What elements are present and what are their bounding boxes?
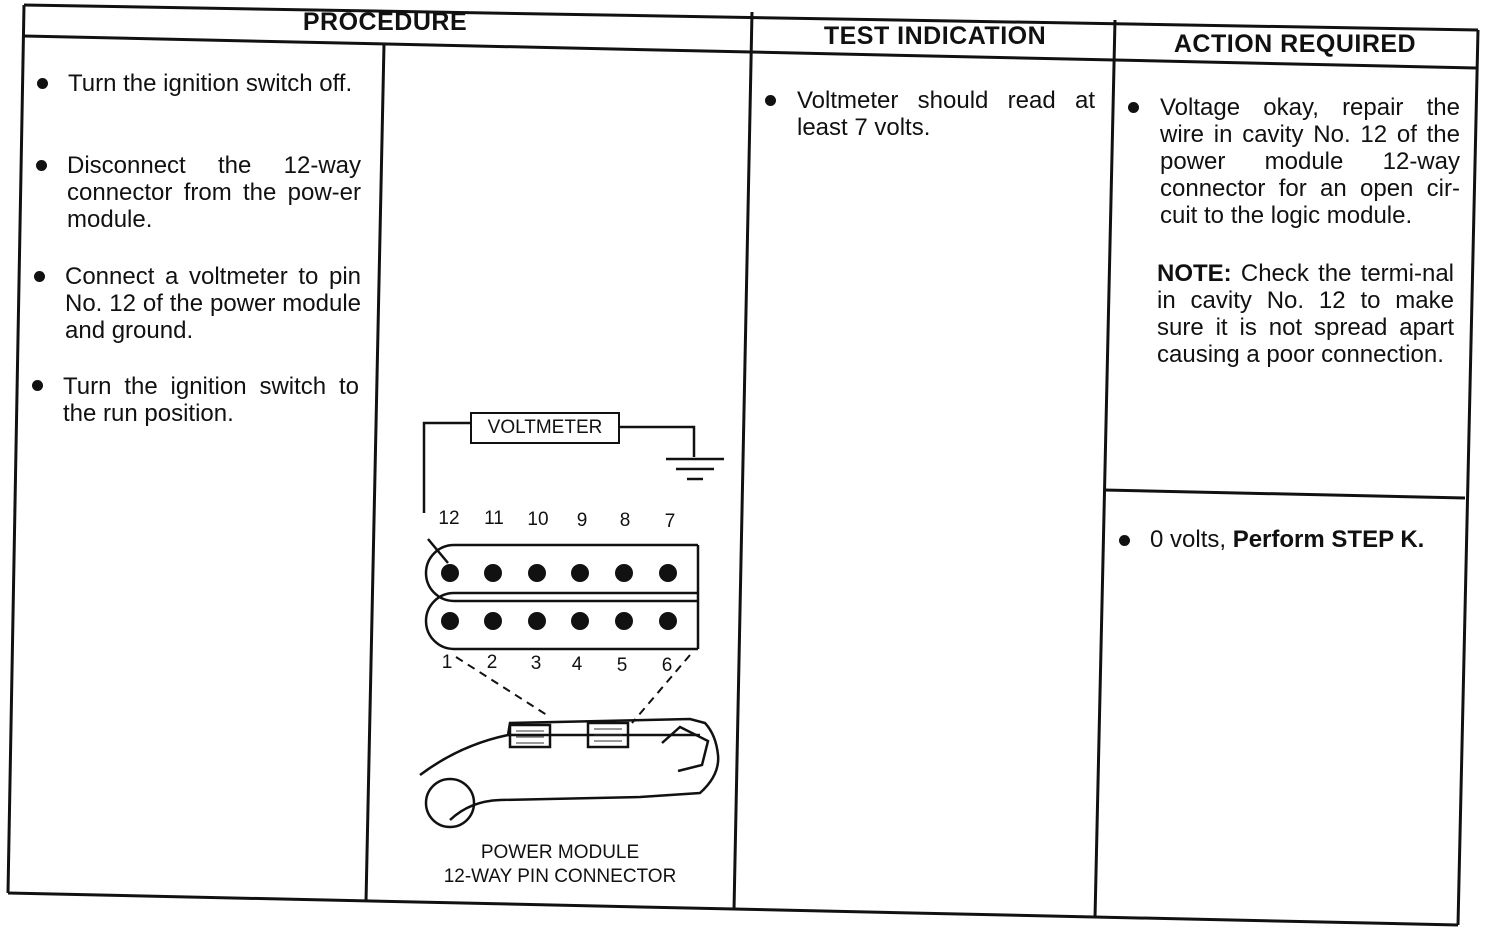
pin-label-3: 3: [530, 653, 542, 674]
header-action-required: ACTION REQUIRED: [1173, 30, 1417, 58]
procedure-step-2: Disconnect the 12-way connector from the…: [67, 152, 361, 233]
pin-hole-bottom-3: [528, 612, 546, 630]
bullet-icon: [1119, 535, 1130, 546]
pin-hole-bottom-6: [659, 612, 677, 630]
note-label: NOTE:: [1157, 260, 1232, 287]
pin-label-7: 7: [664, 511, 676, 532]
pin-label-5: 5: [616, 655, 628, 676]
pin-hole-bottom-2: [484, 612, 502, 630]
action-zero-volts: 0 volts, Perform STEP K.: [1150, 526, 1460, 553]
pin-label-4: 4: [571, 654, 583, 675]
diagram-caption-line-2: 12-WAY PIN CONNECTOR: [443, 866, 677, 887]
pin-label-2: 2: [486, 652, 498, 673]
pin-hole-bottom-5: [615, 612, 633, 630]
pin-label-9: 9: [576, 510, 588, 531]
action-voltage-ok-text: Voltage okay, repair the wire in cavity …: [1160, 94, 1460, 229]
pin-label-6: 6: [661, 655, 673, 676]
pin-label-1: 1: [441, 652, 453, 673]
pin-label-11: 11: [484, 508, 504, 529]
bullet-icon: [34, 271, 45, 282]
bullet-icon: [36, 160, 47, 171]
pin-hole-top-4: [571, 564, 589, 582]
voltmeter-label: VOLTMETER: [487, 417, 603, 438]
pin-label-12: 12: [438, 508, 460, 529]
bullet-icon: [32, 380, 43, 391]
diagram-caption-line-1: POWER MODULE: [480, 842, 640, 863]
procedure-step-1: Turn the ignition switch off.: [68, 70, 353, 97]
pin-hole-top-1: [441, 564, 459, 582]
connector-diagram: [419, 421, 724, 829]
pin-hole-top-2: [484, 564, 502, 582]
pin-hole-top-5: [615, 564, 633, 582]
header-test-indication: TEST INDICATION: [823, 22, 1047, 50]
bullet-icon: [765, 95, 776, 106]
procedure-step-3: Connect a voltmeter to pin No. 12 of the…: [65, 263, 361, 344]
perform-step-k: Perform STEP K.: [1232, 526, 1425, 553]
bullet-icon: [37, 78, 48, 89]
procedure-step-4: Turn the ignition switch to the run posi…: [63, 373, 359, 427]
pin-label-10: 10: [527, 509, 549, 530]
note-text: Check the termi-nal in cavity No. 12 to …: [1157, 260, 1455, 368]
action-note: NOTE: Check the termi-nal in cavity No. …: [1157, 260, 1454, 368]
zero-volts-text: 0 volts,: [1150, 526, 1227, 553]
pin-hole-top-6: [659, 564, 677, 582]
test-indication-text: Voltmeter should read at least 7 volts.: [797, 87, 1095, 141]
pin-label-8: 8: [619, 510, 631, 531]
voltmeter-box: VOLTMETER: [470, 412, 620, 444]
header-procedure: PROCEDURE: [302, 8, 468, 36]
bullet-icon: [1128, 102, 1139, 113]
pin-hole-bottom-1: [441, 612, 459, 630]
pin-hole-top-3: [528, 564, 546, 582]
pin-hole-bottom-4: [571, 612, 589, 630]
